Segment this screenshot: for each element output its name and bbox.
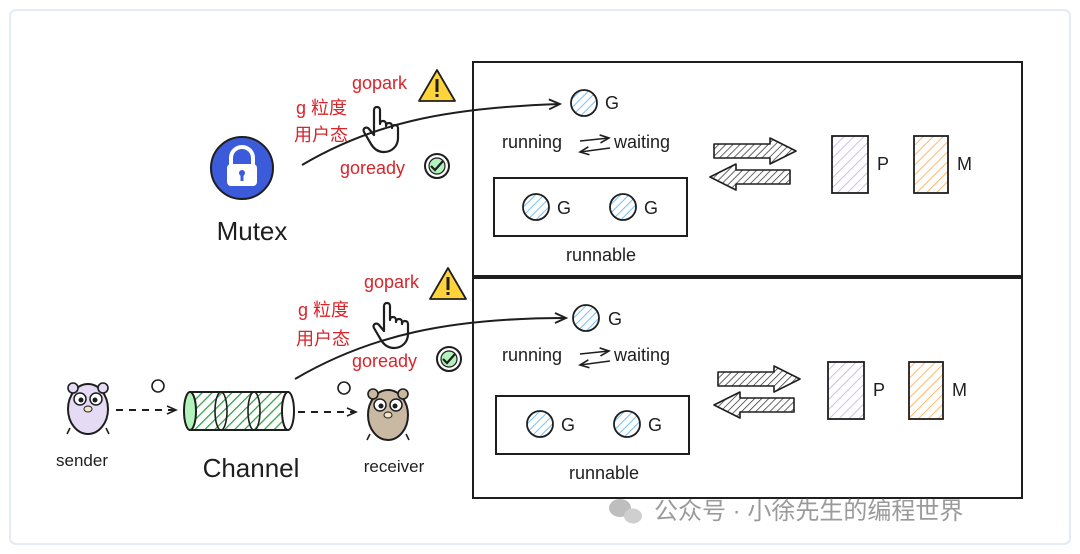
- processor-label: P: [873, 380, 885, 400]
- message-circle: [337, 381, 351, 395]
- user-mode-label-top: 用户态: [294, 125, 348, 145]
- check-icon: [424, 153, 450, 179]
- goroutine-circle: [526, 410, 554, 438]
- to-running-arrow: [578, 146, 611, 156]
- to-running-arrow: [578, 359, 611, 369]
- machine-label: M: [952, 380, 967, 400]
- wechat-icon: [609, 499, 642, 524]
- top-section: Mutex gopark g 粒度 用户态 goready G running …: [210, 61, 1023, 277]
- running-label-bottom: running: [502, 345, 562, 365]
- goroutine-label: G: [557, 198, 571, 218]
- goready-label-bottom: goready: [352, 351, 417, 371]
- runnable-label-bottom: runnable: [569, 463, 639, 483]
- waiting-label-top: waiting: [613, 132, 670, 152]
- gopark-arrow-top: [301, 104, 560, 166]
- to-waiting-arrow: [579, 134, 611, 144]
- message-circle: [151, 379, 165, 393]
- check-icon: [436, 346, 462, 372]
- exchange-arrows-top: [709, 137, 797, 191]
- waiting-label-bottom: waiting: [613, 345, 670, 365]
- runnable-box-bottom: [495, 395, 690, 455]
- mutex-label: Mutex: [217, 216, 288, 246]
- granularity-label-top: g 粒度: [296, 98, 347, 118]
- scheduler-box-bottom: [472, 277, 1023, 499]
- processor-box: [831, 135, 869, 194]
- gopark-label-bottom: gopark: [364, 272, 420, 292]
- watermark-text: 公众号 · 小徐先生的编程世界: [654, 498, 963, 525]
- goroutine-circle: [570, 89, 598, 117]
- goroutine-label: G: [644, 198, 658, 218]
- goroutine-label: G: [608, 309, 622, 329]
- granularity-label-bottom: g 粒度: [298, 300, 349, 320]
- sender-gopher-icon: [66, 382, 110, 435]
- runnable-label-top: runnable: [566, 245, 636, 265]
- machine-label: M: [957, 154, 972, 174]
- receiver-label: receiver: [364, 457, 425, 476]
- goroutine-circle: [522, 193, 550, 221]
- goroutine-circle: [572, 304, 600, 332]
- gopark-arrow-bottom: [294, 318, 566, 380]
- goroutine-circle: [613, 410, 641, 438]
- warning-icon: [429, 267, 467, 300]
- to-waiting-arrow: [579, 347, 611, 357]
- processor-box: [827, 361, 865, 420]
- gopark-label-top: gopark: [352, 73, 408, 93]
- goroutine-label: G: [561, 415, 575, 435]
- channel-label: Channel: [203, 453, 300, 483]
- runnable-box-top: [493, 177, 688, 237]
- sender-label: sender: [56, 451, 108, 470]
- scheduler-box-top: [472, 61, 1023, 277]
- goready-label-top: goready: [340, 158, 405, 178]
- goroutine-label: G: [648, 415, 662, 435]
- user-mode-label-bottom: 用户态: [296, 329, 350, 349]
- lock-icon: [210, 136, 274, 200]
- exchange-arrows-bottom: [713, 365, 801, 419]
- machine-box: [908, 361, 944, 420]
- bottom-section: gopark g 粒度 用户态 goready: [56, 267, 1023, 499]
- goroutine-label: G: [605, 93, 619, 113]
- processor-label: P: [877, 154, 889, 174]
- goroutine-circle: [609, 193, 637, 221]
- machine-box: [913, 135, 949, 194]
- receiver-gopher-icon: [366, 388, 410, 441]
- running-label-top: running: [502, 132, 562, 152]
- warning-icon: [418, 69, 456, 102]
- channel-pipe-icon: [183, 391, 295, 431]
